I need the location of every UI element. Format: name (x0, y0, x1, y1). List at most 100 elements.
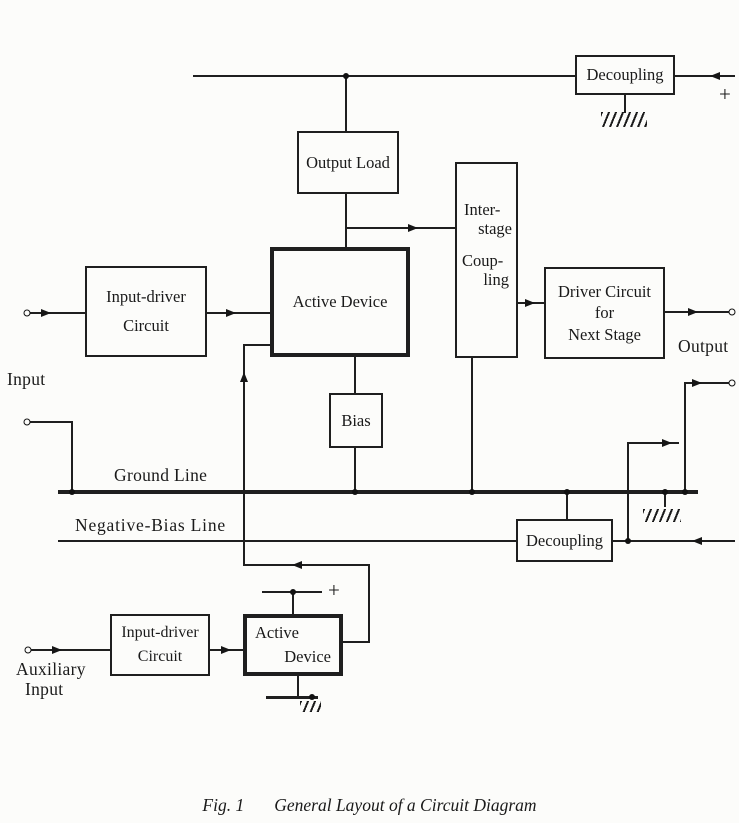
block-label: Bias (341, 410, 371, 430)
wire-feedback-vertical-right (368, 564, 370, 643)
block-label: Circuit (137, 648, 183, 665)
junction-dot (343, 73, 349, 79)
wire-top-bus-right (675, 75, 735, 77)
block-interstage-coupling: Inter- stage Coup- ling (455, 162, 518, 358)
block-active-device-top: Active Device (270, 247, 410, 357)
wire-bus-to-outputload (345, 76, 347, 131)
label-input: Input (7, 369, 46, 389)
junction-dot (469, 489, 475, 495)
aux-input-terminal (24, 646, 32, 654)
wire-feedback-bottom (243, 564, 370, 566)
arrow-up-icon (240, 372, 248, 382)
block-label: Coup- (462, 250, 504, 270)
block-label: Output Load (306, 152, 390, 172)
wire-aux-input (30, 649, 110, 651)
wire-bottom-ground-bar (266, 696, 318, 699)
wire-input-to-driver (30, 312, 85, 314)
arrow-left-icon (710, 72, 720, 80)
wire-negative-bias-right (613, 540, 735, 542)
wire-riser-vertical (627, 442, 629, 542)
label-auxiliary-line2: Input (25, 679, 64, 699)
plus-sign-top: + (719, 82, 731, 106)
block-label: Decoupling (586, 65, 664, 85)
wire-branch-to-interstage (346, 227, 455, 229)
junction-dot (662, 489, 668, 495)
input-terminal (23, 309, 31, 317)
block-label: Device (284, 647, 331, 666)
arrow-left-icon (292, 561, 302, 569)
wire-feedback-right-stub (343, 641, 370, 643)
arrow-right-icon (688, 308, 698, 316)
block-decoupling-bottom: Decoupling (516, 519, 613, 562)
ground-symbol-icon (300, 701, 321, 712)
block-output-load: Output Load (297, 131, 399, 194)
plus-sign-bottom: + (328, 578, 340, 602)
wire-riser-horizontal (627, 442, 679, 444)
junction-dot (625, 538, 631, 544)
arrow-right-icon (52, 646, 62, 654)
block-label: for (594, 303, 615, 323)
arrow-right-icon (221, 646, 231, 654)
figure-caption-title: General Layout of a Circuit Diagram (274, 795, 537, 815)
junction-dot (309, 694, 315, 700)
wire-plus-stem (292, 592, 294, 614)
junction-dot (352, 489, 358, 495)
figure-caption-number: Fig. 1 (202, 795, 245, 815)
block-label: Inter- (464, 200, 501, 219)
block-label: ling (483, 270, 509, 290)
wire-decoupling1-ground-stem (624, 95, 626, 113)
label-output: Output (678, 336, 729, 356)
block-label: Next Stage (568, 324, 641, 344)
block-driver-next-stage: Driver Circuit for Next Stage (544, 267, 665, 359)
label-ground-line: Ground Line (114, 465, 208, 485)
block-input-driver-top: Input-driver Circuit (85, 266, 207, 357)
arrow-right-icon (692, 379, 702, 387)
wire-interstage-to-ground (471, 358, 473, 492)
arrow-right-icon (662, 439, 672, 447)
wire-feedback-top (243, 344, 270, 346)
wire-groundline-symbol-stem (664, 494, 666, 507)
wire-output2-vertical (684, 382, 686, 494)
block-bias: Bias (329, 393, 383, 448)
block-active-device-bottom: Active Device (243, 614, 343, 676)
block-decoupling-top: Decoupling (575, 55, 675, 95)
wire-negative-bias-left (58, 540, 516, 542)
block-label: Circuit (123, 315, 169, 335)
wire-output2-horizontal (684, 382, 729, 384)
block-label: Driver Circuit (557, 281, 651, 301)
block-input-driver-bottom: Input-driver Circuit (110, 614, 210, 676)
input2-terminal (23, 418, 31, 426)
wire-outputload-to-active (345, 194, 347, 247)
wire-feedback-vertical (243, 344, 245, 566)
block-label: Active (255, 623, 299, 642)
wire-active2-ground-stem (297, 676, 299, 697)
block-label: Decoupling (526, 530, 603, 550)
junction-dot (682, 489, 688, 495)
junction-dot (69, 489, 75, 495)
wire-input2-vertical (71, 421, 73, 492)
arrow-right-icon (41, 309, 51, 317)
label-negative-bias-line: Negative-Bias Line (75, 515, 226, 535)
junction-dot (564, 489, 570, 495)
figure-caption: Fig. 1 General Layout of a Circuit Diagra… (0, 795, 739, 816)
arrow-right-icon (226, 309, 236, 317)
block-label: Input-driver (121, 624, 199, 641)
arrow-right-icon (408, 224, 418, 232)
wire-driver-to-active (207, 312, 270, 314)
junction-dot (290, 589, 296, 595)
block-label: stage (478, 219, 512, 239)
wire-decoupling2-to-ground (566, 494, 568, 519)
output2-terminal (728, 379, 736, 387)
arrow-right-icon (525, 299, 535, 307)
ground-symbol-icon (601, 112, 647, 127)
output-terminal (728, 308, 736, 316)
block-label: Input-driver (106, 286, 186, 306)
label-auxiliary-line1: Auxiliary (16, 659, 86, 679)
wire-ground-line (58, 490, 698, 494)
wire-bias-to-ground (354, 448, 356, 492)
block-label: Active Device (292, 292, 388, 312)
wire-active-to-bias (354, 357, 356, 393)
wire-top-bus-left (193, 75, 576, 77)
ground-symbol-icon (643, 509, 681, 522)
